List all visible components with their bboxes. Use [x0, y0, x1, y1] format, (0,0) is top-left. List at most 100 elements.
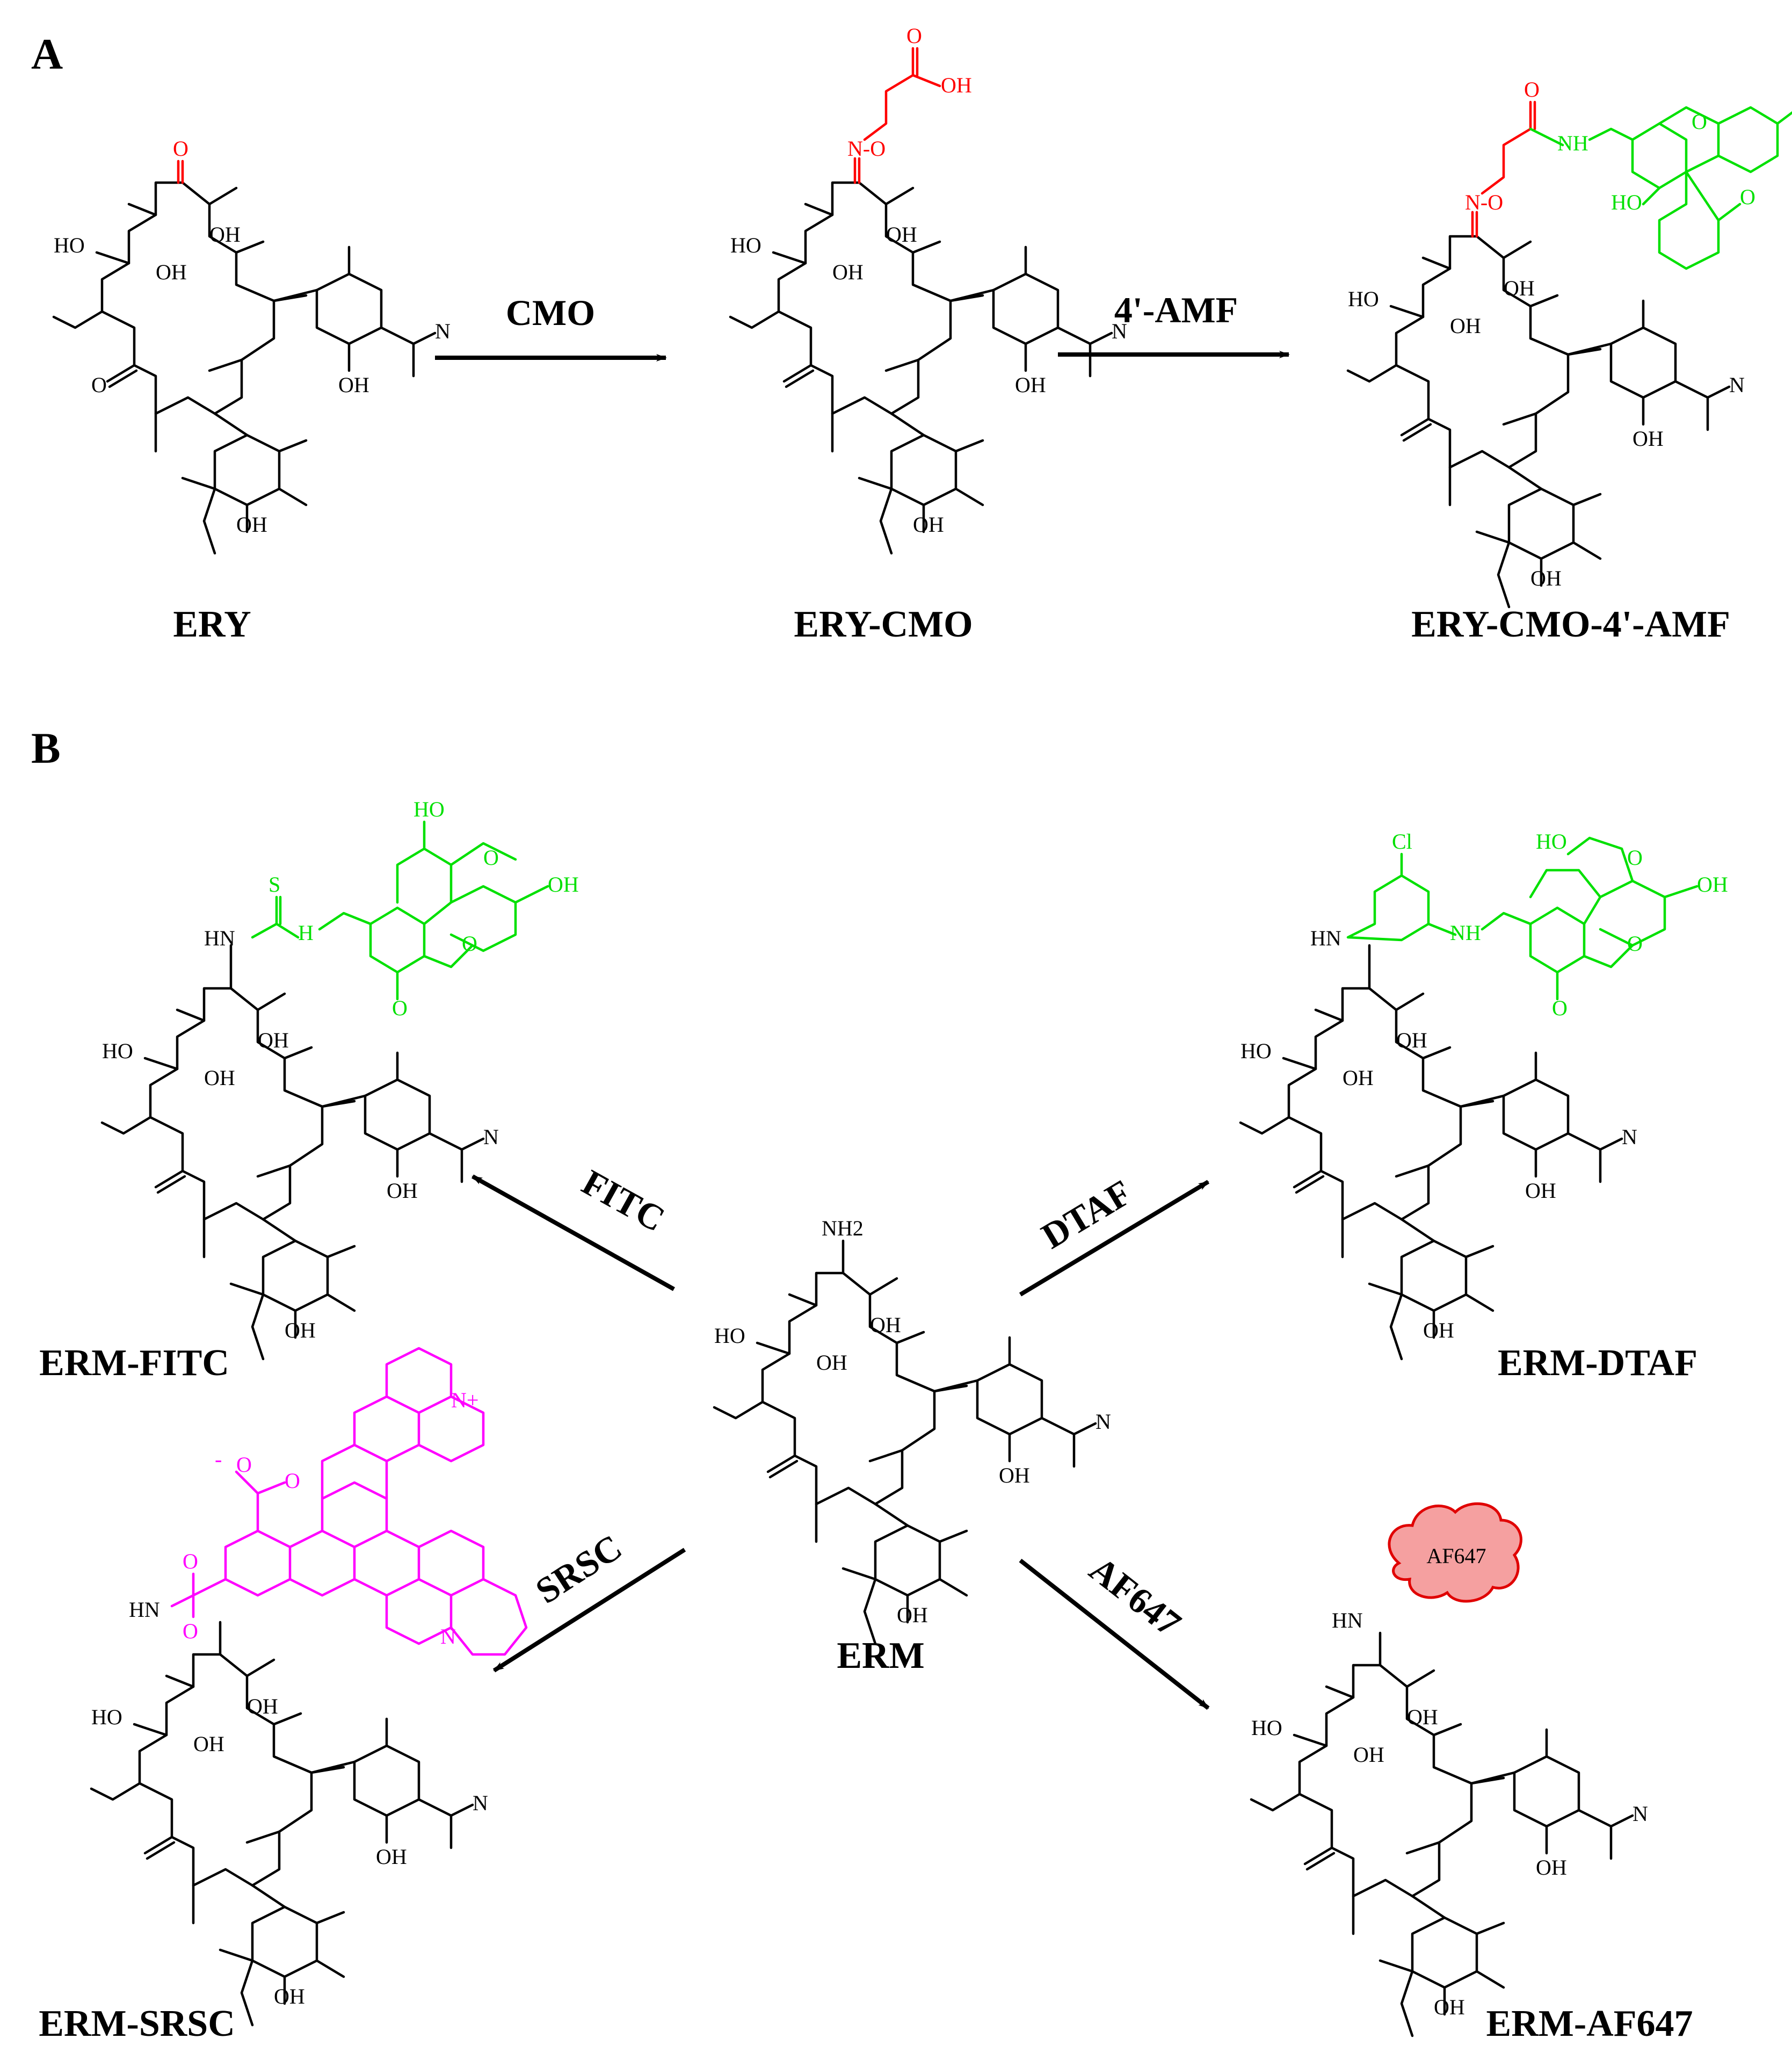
svg-text:OH: OH — [941, 73, 972, 97]
svg-text:OH: OH — [387, 1179, 418, 1203]
reagent-amf-label: 4'-AMF — [1114, 290, 1238, 330]
compound-ery-cmo-amf-label: ERY-CMO-4'-AMF — [1411, 604, 1730, 645]
svg-text:O: O — [392, 996, 408, 1020]
erm-fitc-structure: HO OH OH N OH OH HN S H OH HO O O O — [102, 797, 579, 1359]
svg-text:N: N — [1112, 319, 1127, 343]
svg-text:OH: OH — [1530, 566, 1562, 590]
svg-text:OH: OH — [338, 373, 369, 397]
svg-text:HO: HO — [413, 797, 445, 821]
svg-text:OH: OH — [913, 512, 944, 537]
svg-text:NH: NH — [1557, 131, 1588, 155]
svg-text:O: O — [1552, 996, 1568, 1020]
compound-ery-cmo-label: ERY-CMO — [794, 604, 973, 645]
erm-structure: HO OH OH N OH OH NH2 — [714, 1216, 1111, 1644]
svg-text:OH: OH — [285, 1318, 316, 1342]
svg-text:S: S — [269, 872, 280, 897]
panel-b-letter: B — [31, 724, 61, 772]
reagent-af647-label: AF647 — [1082, 1549, 1189, 1645]
svg-text:OH: OH — [897, 1603, 928, 1627]
arrow-srsc — [492, 1548, 686, 1673]
svg-text:OH: OH — [1015, 373, 1046, 397]
svg-text:N: N — [483, 1125, 499, 1149]
arrow-fitc — [471, 1174, 675, 1291]
erm-dtaf-structure: HO OH OH N OH OH HN Cl NH OH HO O O O — [1240, 829, 1728, 1359]
svg-text:HN: HN — [204, 926, 235, 950]
svg-text:-: - — [215, 1447, 222, 1471]
arrow-af647 — [1019, 1558, 1210, 1710]
svg-text:OH: OH — [236, 512, 267, 537]
svg-text:OH: OH — [870, 1313, 901, 1337]
svg-text:OH: OH — [1434, 1995, 1465, 2019]
ery-cmo-amf-structure: HO OH OH N OH OH N-O O NH OH HO O O — [1348, 77, 1792, 607]
svg-text:OH: OH — [1343, 1066, 1374, 1090]
compound-erm-srsc-label: ERM-SRSC — [39, 2003, 235, 2044]
af647-tag: AF647 — [1388, 1502, 1522, 1603]
svg-text:OH: OH — [1450, 314, 1481, 338]
erm-srsc-structure: HO OH OH N OH OH HN O O O O N+ - N — [91, 1347, 528, 2025]
svg-text:HO: HO — [1611, 190, 1642, 214]
svg-text:N: N — [1729, 373, 1745, 397]
svg-text:OH: OH — [209, 222, 241, 247]
svg-text:OH: OH — [832, 260, 864, 284]
svg-text:HO: HO — [1348, 287, 1379, 311]
svg-text:N: N — [473, 1791, 488, 1815]
compound-ery-label: ERY — [173, 604, 251, 645]
svg-text:HO: HO — [1536, 829, 1567, 854]
svg-text:O: O — [91, 373, 107, 397]
reagent-fitc-label: FITC — [576, 1161, 672, 1239]
reagent-cmo-label: CMO — [506, 292, 595, 333]
panel-a-letter: A — [31, 30, 63, 78]
svg-text:NH: NH — [1450, 921, 1481, 945]
ery-structure: HO OH OH N OH OH O O — [54, 136, 451, 553]
svg-text:OH: OH — [1423, 1318, 1454, 1342]
svg-text:N: N — [440, 1624, 456, 1649]
ery-cmo-structure: HO OH OH N OH OH N-O OH O — [730, 24, 1127, 553]
svg-text:N-O: N-O — [1465, 190, 1503, 214]
af647-tag-label: AF647 — [1426, 1544, 1486, 1568]
svg-text:OH: OH — [1633, 426, 1664, 451]
svg-text:OH: OH — [193, 1732, 224, 1756]
svg-text:HO: HO — [730, 233, 761, 257]
svg-text:O: O — [462, 931, 477, 956]
svg-text:O: O — [1692, 110, 1707, 134]
svg-text:OH: OH — [1407, 1705, 1438, 1729]
svg-text:OH: OH — [999, 1463, 1030, 1487]
reagent-srsc-label: SRSC — [528, 1526, 629, 1611]
svg-text:Cl: Cl — [1392, 829, 1412, 854]
svg-text:N: N — [1633, 1802, 1648, 1826]
svg-text:HO: HO — [1240, 1039, 1272, 1063]
svg-text:HO: HO — [54, 233, 85, 257]
svg-text:H: H — [298, 921, 314, 945]
svg-text:N+: N+ — [451, 1388, 478, 1412]
svg-text:OH: OH — [816, 1350, 847, 1375]
svg-text:HN: HN — [129, 1597, 160, 1622]
svg-text:O: O — [906, 24, 922, 48]
svg-text:OH: OH — [886, 222, 917, 247]
nh2-label: NH2 — [822, 1216, 864, 1240]
svg-text:N: N — [1622, 1125, 1637, 1149]
svg-text:O: O — [1740, 185, 1755, 209]
svg-text:HN: HN — [1310, 926, 1341, 950]
svg-text:O: O — [285, 1469, 300, 1493]
svg-text:OH: OH — [204, 1066, 235, 1090]
svg-text:OH: OH — [1525, 1179, 1556, 1203]
svg-text:OH: OH — [548, 872, 579, 897]
svg-text:HN: HN — [1332, 1608, 1363, 1632]
arrow-dtaf — [1019, 1180, 1210, 1297]
svg-text:HO: HO — [91, 1705, 122, 1729]
svg-text:OH: OH — [1536, 1855, 1567, 1879]
svg-text:OH: OH — [1697, 872, 1728, 897]
svg-text:HO: HO — [714, 1324, 745, 1348]
reagent-dtaf-label: DTAF — [1034, 1172, 1138, 1256]
svg-text:N: N — [435, 319, 451, 343]
svg-text:OH: OH — [156, 260, 187, 284]
compound-erm-fitc-label: ERM-FITC — [39, 1342, 229, 1384]
svg-text:OH: OH — [1504, 276, 1535, 300]
svg-text:OH: OH — [376, 1845, 407, 1869]
svg-text:OH: OH — [258, 1028, 289, 1052]
svg-text:N-O: N-O — [847, 136, 886, 161]
svg-text:HO: HO — [102, 1039, 133, 1063]
svg-text:OH: OH — [274, 1984, 305, 2008]
svg-text:O: O — [483, 845, 499, 870]
